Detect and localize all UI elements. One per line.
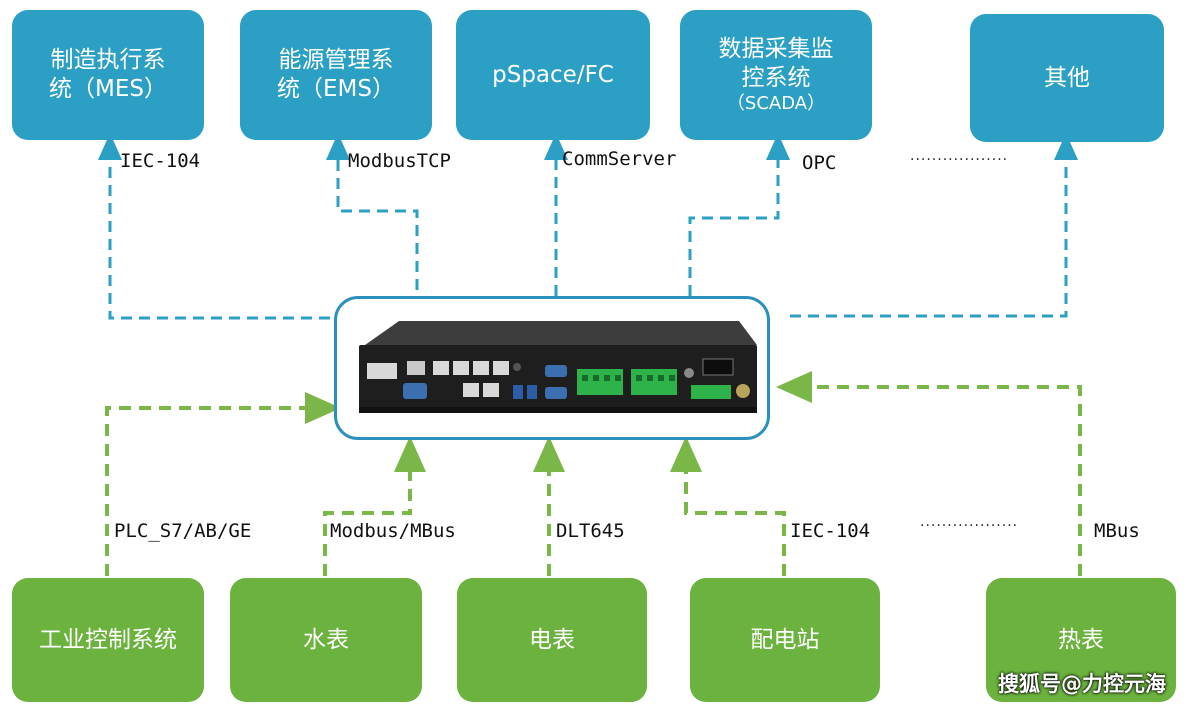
heat-meter-box: 热表	[986, 578, 1176, 702]
link-other	[790, 133, 1078, 318]
protocol-dlt645: DLT645	[556, 520, 625, 542]
gateway-device-image	[359, 321, 757, 413]
water-meter-box: 水表	[230, 578, 422, 702]
scada-line1: 数据采集监	[718, 36, 834, 62]
heat-meter-label: 热表	[1058, 626, 1104, 653]
link-water	[323, 436, 426, 576]
gateway-device-frame	[334, 296, 770, 440]
pspace-label: pSpace/FC	[492, 61, 614, 88]
watermark: 搜狐号@力控元海	[998, 672, 1166, 696]
link-ics	[105, 392, 341, 576]
link-scada	[688, 133, 790, 296]
link-heat	[776, 371, 1082, 576]
protocol-modbus-mbus: Modbus/MBus	[330, 520, 456, 542]
pspace-box: pSpace/FC	[456, 10, 650, 140]
industrial-control-box: 工业控制系统	[12, 578, 204, 702]
other-label: 其他	[1044, 64, 1090, 91]
protocol-opc: OPC	[802, 152, 837, 174]
substation-box: 配电站	[690, 578, 880, 702]
mes-line2: 统（MES）	[49, 76, 167, 102]
top-ellipsis: ··················	[910, 152, 1009, 168]
water-meter-label: 水表	[303, 626, 349, 653]
bottom-ellipsis: ··················	[920, 518, 1019, 534]
power-meter-box: 电表	[457, 578, 647, 702]
ems-box: 能源管理系 统（EMS）	[240, 10, 432, 140]
protocol-modbustcp: ModbusTCP	[348, 150, 451, 172]
industrial-control-label: 工业控制系统	[39, 626, 177, 653]
protocol-plc: PLC_S7/AB/GE	[114, 520, 252, 542]
substation-label: 配电站	[750, 626, 820, 653]
scada-line3: （SCADA）	[726, 92, 826, 114]
protocol-mbus: MBus	[1094, 520, 1140, 542]
protocol-iec104-top: IEC-104	[120, 150, 201, 172]
link-substation	[670, 436, 786, 576]
mes-box: 制造执行系 统（MES）	[12, 10, 204, 140]
power-meter-label: 电表	[529, 626, 575, 653]
protocol-commserver: CommServer	[562, 148, 677, 170]
scada-box: 数据采集监 控系统 （SCADA）	[680, 10, 872, 140]
scada-line2: 控系统	[741, 64, 811, 91]
ems-line1: 能源管理系	[278, 47, 394, 74]
other-box: 其他	[970, 14, 1164, 142]
link-ems	[326, 133, 419, 290]
mes-line1: 制造执行系	[50, 47, 166, 74]
protocol-iec104-bottom: IEC-104	[790, 520, 871, 542]
ems-line2: 统（EMS）	[277, 76, 395, 102]
link-mes	[98, 133, 330, 320]
